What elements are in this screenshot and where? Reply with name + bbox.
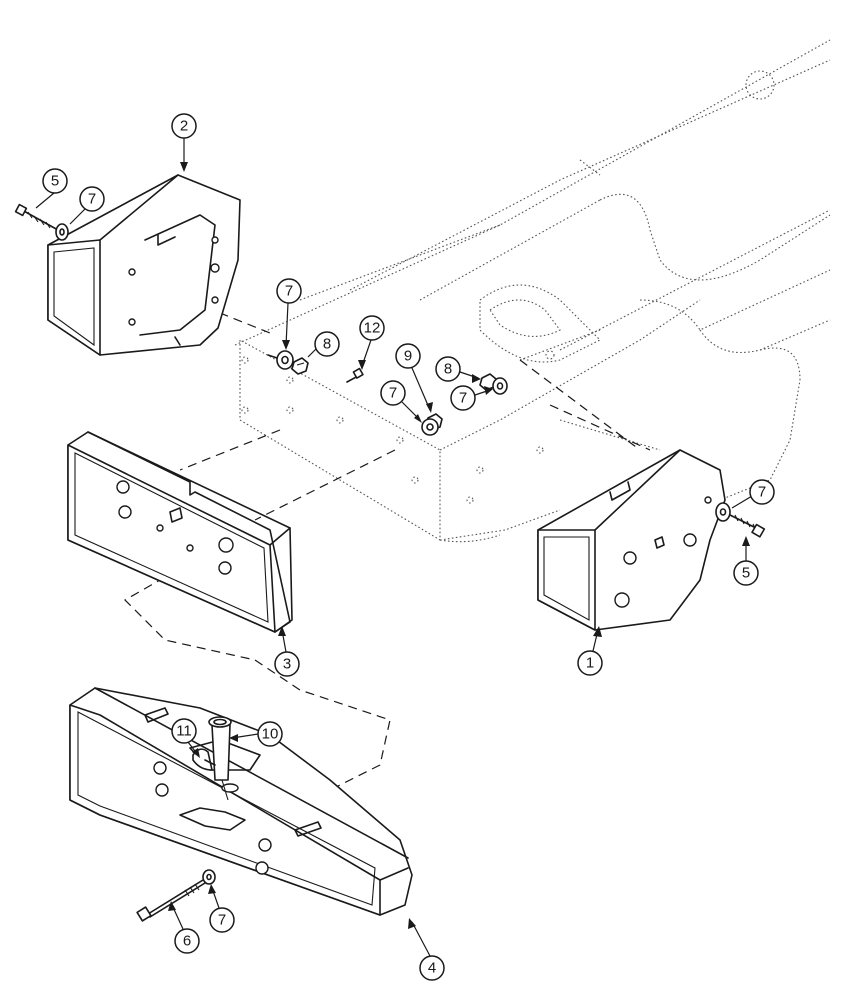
svg-text:3: 3 xyxy=(283,656,291,673)
svg-text:12: 12 xyxy=(364,320,381,337)
bolt-left xyxy=(14,203,59,231)
svg-text:5: 5 xyxy=(51,173,59,190)
svg-text:7: 7 xyxy=(285,283,293,300)
callout-7-frame-right: 7 xyxy=(450,385,476,411)
callout-7-frame-left: 7 xyxy=(276,278,302,304)
side-weight-left xyxy=(47,174,241,356)
callout-8-right: 8 xyxy=(435,356,461,382)
callout-7-right: 7 xyxy=(749,479,775,505)
callout-7-frame-mid: 7 xyxy=(380,380,406,406)
hitch-pin xyxy=(208,716,232,801)
callout-12: 12 xyxy=(359,315,385,341)
washer-left xyxy=(55,223,69,241)
svg-text:1: 1 xyxy=(586,655,594,672)
svg-text:8: 8 xyxy=(444,361,452,378)
callout-10: 10 xyxy=(257,721,283,747)
callout-9: 9 xyxy=(395,343,421,369)
svg-text:2: 2 xyxy=(180,118,188,135)
front-plate xyxy=(67,431,293,633)
svg-text:11: 11 xyxy=(176,723,192,740)
callout-5-left: 5 xyxy=(42,168,68,194)
bolt-right xyxy=(729,514,766,538)
svg-text:7: 7 xyxy=(218,912,226,929)
svg-text:8: 8 xyxy=(323,336,331,353)
callout-7-bottom: 7 xyxy=(209,907,235,933)
svg-text:7: 7 xyxy=(88,191,96,208)
svg-text:5: 5 xyxy=(742,565,750,582)
svg-text:7: 7 xyxy=(389,385,397,402)
svg-text:9: 9 xyxy=(404,348,412,365)
side-weight-right xyxy=(537,449,726,631)
tractor-frame xyxy=(234,39,831,543)
svg-text:6: 6 xyxy=(183,933,191,950)
front-weight xyxy=(69,687,413,916)
callout-5-right: 5 xyxy=(733,560,759,586)
svg-text:4: 4 xyxy=(428,960,436,977)
callout-4: 4 xyxy=(419,955,445,981)
callout-7-left: 7 xyxy=(79,186,105,212)
frame-hardware xyxy=(267,350,508,436)
callout-11: 11 xyxy=(171,718,197,744)
callout-1: 1 xyxy=(577,650,603,676)
svg-text:7: 7 xyxy=(459,390,467,407)
bolt-long xyxy=(136,879,206,922)
callout-8-frame: 8 xyxy=(314,331,340,357)
callout-6: 6 xyxy=(174,928,200,954)
callout-3: 3 xyxy=(274,651,300,677)
callout-2-top: 2 xyxy=(171,113,197,139)
callouts: 2 5 7 7 8 12 xyxy=(35,113,775,981)
washer-right xyxy=(715,502,731,522)
svg-text:10: 10 xyxy=(262,726,279,743)
svg-text:7: 7 xyxy=(758,484,766,501)
washer-bottom xyxy=(202,869,216,885)
